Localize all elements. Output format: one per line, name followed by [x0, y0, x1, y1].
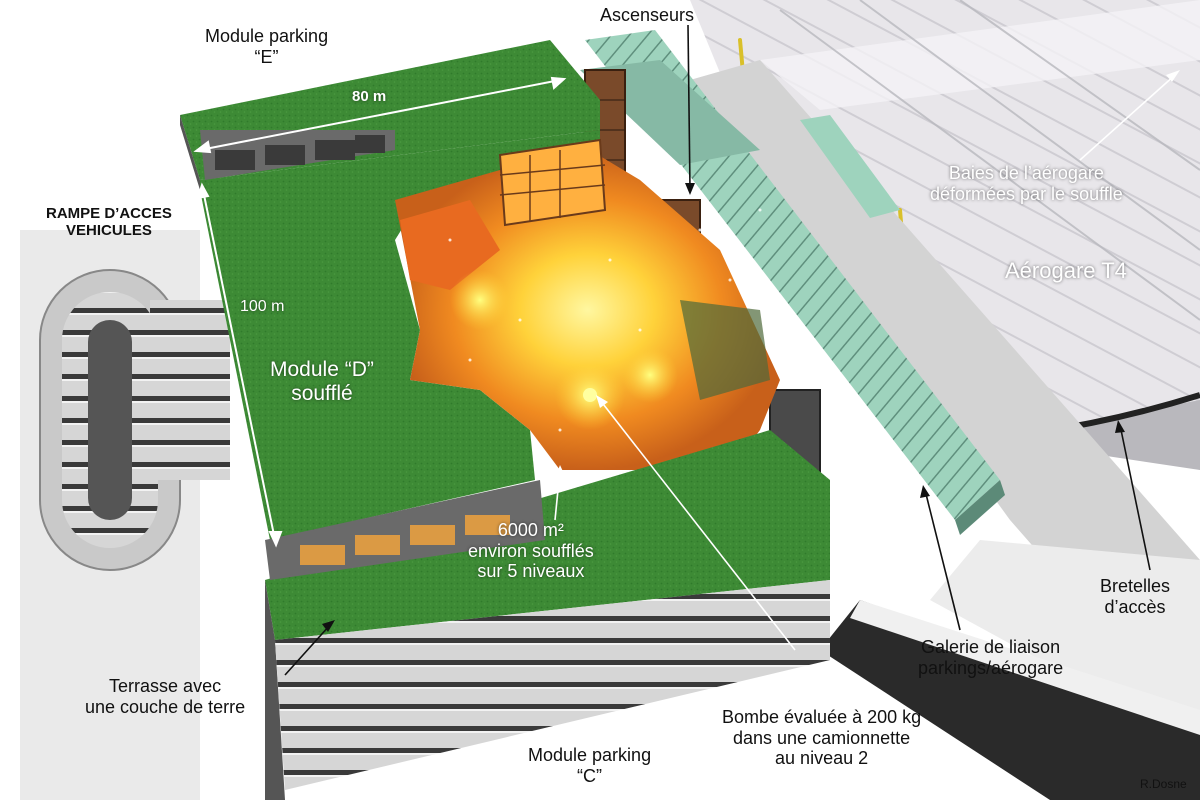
leader-arrowheads	[322, 70, 1180, 632]
label-ascenseurs: Ascenseurs	[600, 5, 695, 25]
module-d	[200, 130, 600, 540]
explosion-zone	[395, 138, 780, 470]
module-c	[265, 430, 830, 800]
label-module-e: Module parking“E”	[205, 26, 329, 67]
dimension-100m-arrow	[196, 182, 283, 548]
label-module-d: Module “D”soufflé	[270, 358, 374, 406]
label-100m: 100 m	[240, 298, 285, 315]
label-aerogare: Aérogare T4	[1005, 258, 1127, 283]
vehicle-ramp	[20, 230, 230, 800]
access-roads	[690, 60, 1200, 800]
label-module-c: Module parking“C”	[528, 745, 652, 786]
dimension-80m-arrow	[193, 76, 567, 154]
label-80m: 80 m	[352, 88, 387, 105]
credit: R.Dosne	[1140, 777, 1187, 791]
leader-lines	[284, 24, 1176, 676]
